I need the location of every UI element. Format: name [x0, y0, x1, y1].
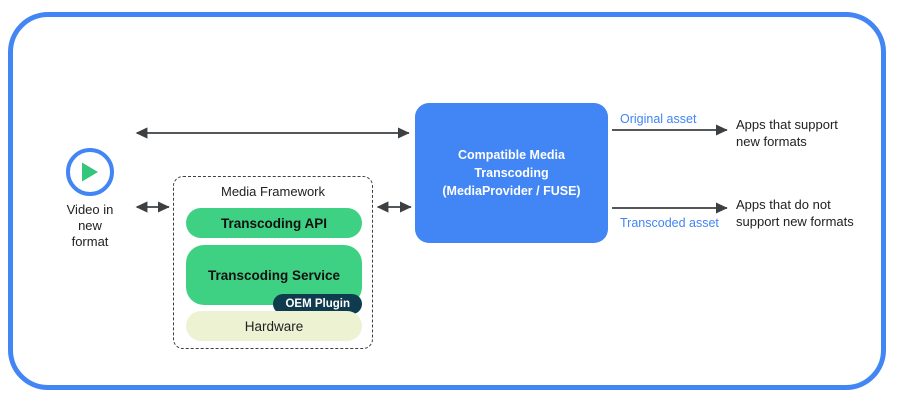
play-circle-icon — [66, 148, 114, 196]
apps-supported-label: Apps that support new formats — [736, 117, 838, 149]
transcoding-api-label: Transcoding API — [220, 215, 328, 231]
transcoding-service-label: Transcoding Service — [207, 267, 341, 283]
media-framework-title: Media Framework — [220, 184, 326, 199]
video-source-label: Video in new format — [66, 202, 114, 249]
transcoded-asset-label: Transcoded asset — [620, 216, 719, 230]
original-asset-label: Original asset — [620, 112, 697, 126]
outer-frame-border — [8, 12, 886, 390]
media-framework-group: Media Framework Transcoding API Transcod… — [173, 176, 373, 349]
hardware-box: Hardware — [186, 311, 362, 341]
video-source-node: Video in new format — [47, 148, 133, 250]
hardware-label: Hardware — [244, 318, 304, 334]
apps-unsupported-label: Apps that do not support new formats — [736, 197, 854, 229]
compatible-media-transcoding-box: Compatible Media Transcoding (MediaProvi… — [415, 103, 608, 243]
transcoding-service-box: Transcoding Service OEM Plugin — [186, 245, 362, 314]
compatible-media-transcoding-label: Compatible Media Transcoding (MediaProvi… — [442, 148, 581, 198]
transcoding-api-box: Transcoding API — [186, 208, 362, 238]
oem-plugin-badge: OEM Plugin — [273, 294, 362, 314]
